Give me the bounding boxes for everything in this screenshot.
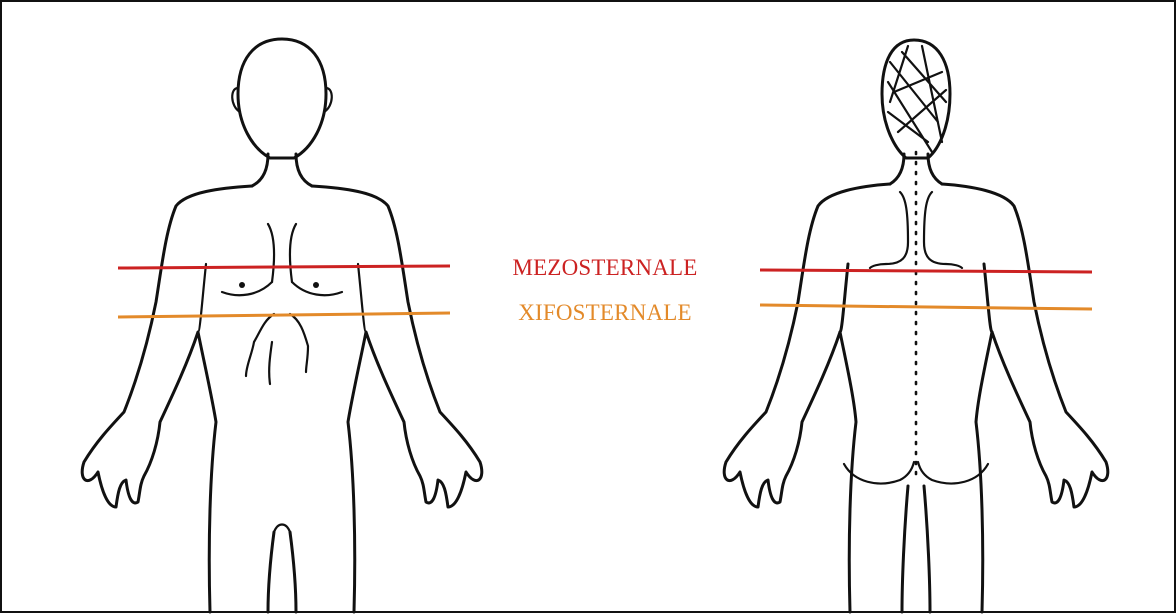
front-body-right	[312, 186, 482, 612]
front-body-left	[82, 186, 252, 612]
front-abdomen-right	[290, 314, 308, 372]
back-body-right	[942, 184, 1108, 612]
back-scapula-right	[924, 192, 962, 268]
xifosternale-label: XIFOSTERNALE	[518, 300, 692, 325]
xifosternale-line-back	[760, 305, 1092, 309]
front-inner-arm-right	[358, 264, 366, 332]
back-neck-left	[890, 154, 904, 184]
back-inner-arm-left	[840, 264, 848, 332]
mezosternale-line-back	[760, 270, 1092, 272]
front-neck-right	[296, 154, 312, 186]
front-nipple-right	[313, 282, 319, 288]
front-inner-arm-left	[198, 264, 206, 332]
back-inner-leg-left	[902, 486, 908, 612]
back-head	[882, 40, 950, 158]
front-crotch	[274, 525, 290, 533]
back-buttock-right	[918, 462, 988, 483]
front-nipple-left	[239, 282, 245, 288]
back-figure	[724, 40, 1108, 612]
back-neck-right	[928, 154, 942, 184]
mezosternale-label: MEZOSTERNALE	[512, 255, 697, 280]
back-body-left	[724, 184, 890, 612]
front-neck-left	[252, 154, 268, 186]
front-head	[238, 39, 326, 158]
xifosternale-line-front	[118, 313, 450, 317]
front-sternum-left	[268, 224, 274, 282]
front-chest-left	[222, 282, 272, 295]
front-abdomen-center	[269, 342, 272, 384]
front-inner-leg-left	[268, 532, 274, 612]
back-hair	[888, 46, 946, 152]
mezosternale-line-front	[118, 266, 450, 268]
back-scapula-left	[870, 192, 908, 268]
front-sternum-right	[290, 224, 296, 282]
front-figure	[82, 39, 482, 612]
back-buttock-left	[844, 462, 914, 483]
back-inner-arm-right	[984, 264, 992, 332]
back-inner-leg-right	[924, 486, 930, 612]
front-inner-leg-right	[290, 532, 296, 612]
